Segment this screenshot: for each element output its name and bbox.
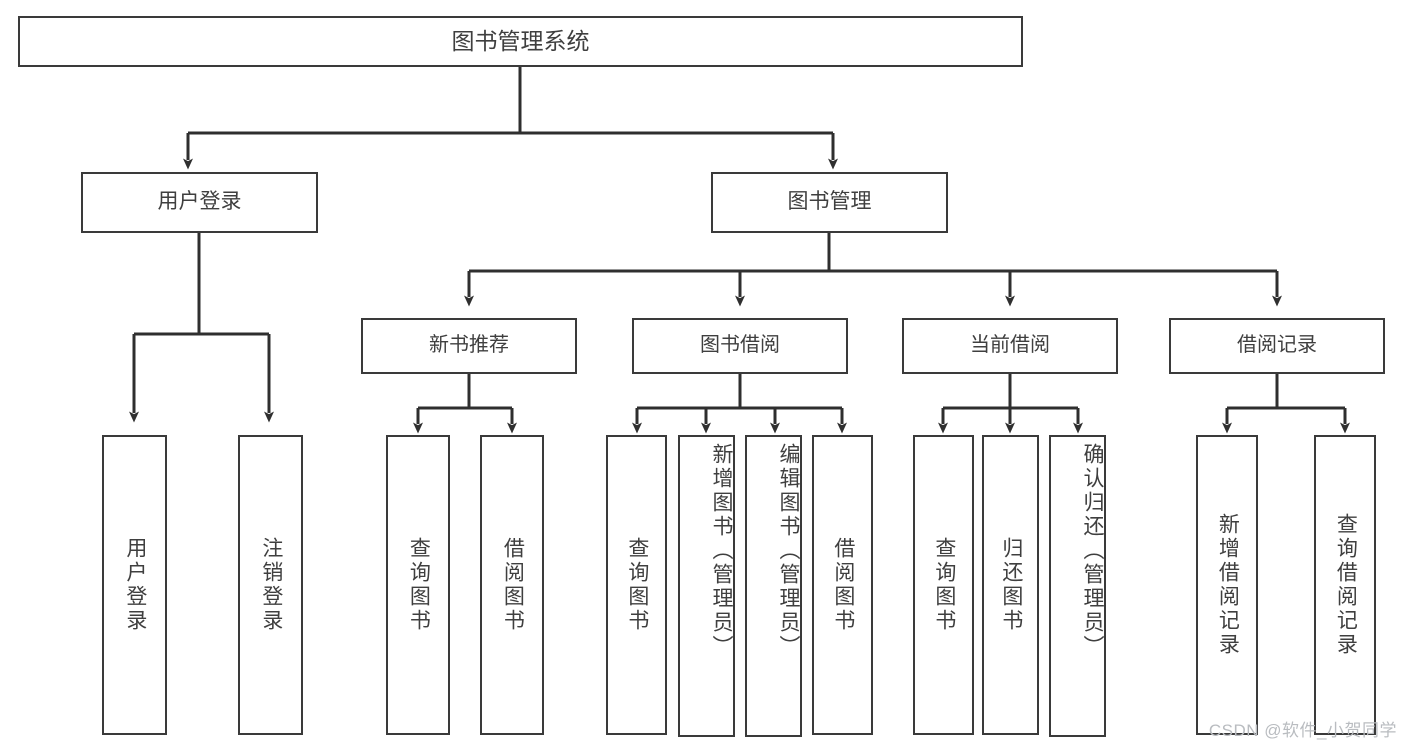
node-user-login[interactable]: 用户登录 xyxy=(81,172,318,233)
node-borrowing-record[interactable]: 借阅记录 xyxy=(1169,318,1385,374)
node-leaf-borrow-book-1[interactable]: 借阅图书 xyxy=(480,435,544,735)
node-label: 查询图书 xyxy=(407,537,431,633)
node-book-borrowing[interactable]: 图书借阅 xyxy=(632,318,848,374)
node-label: 图书管理系统 xyxy=(451,27,590,54)
node-leaf-edit-book-admin[interactable]: 编辑图书（管理员） xyxy=(745,435,802,737)
node-label: 图书借阅 xyxy=(700,334,780,357)
node-new-book-recommendation[interactable]: 新书推荐 xyxy=(361,318,577,374)
node-label: 借阅记录 xyxy=(1237,334,1317,357)
node-label: 注销登录 xyxy=(259,537,283,633)
node-label: 借阅图书 xyxy=(831,537,855,633)
node-label: 用户登录 xyxy=(157,190,242,214)
node-leaf-add-book-admin[interactable]: 新增图书（管理员） xyxy=(678,435,735,737)
node-label: 归还图书 xyxy=(999,537,1023,633)
node-leaf-query-book-3[interactable]: 查询图书 xyxy=(913,435,974,735)
node-label: 查询借阅记录 xyxy=(1334,513,1358,657)
node-leaf-query-borrow-record[interactable]: 查询借阅记录 xyxy=(1314,435,1376,735)
node-leaf-borrow-book-2[interactable]: 借阅图书 xyxy=(812,435,873,735)
node-leaf-return-book[interactable]: 归还图书 xyxy=(982,435,1039,735)
node-label: 图书管理 xyxy=(787,190,872,214)
node-label: 当前借阅 xyxy=(970,334,1050,357)
node-leaf-user-login[interactable]: 用户登录 xyxy=(102,435,167,735)
node-label: 编辑图书（管理员） xyxy=(777,443,800,659)
node-label: 查询图书 xyxy=(932,537,956,633)
node-current-borrowing[interactable]: 当前借阅 xyxy=(902,318,1118,374)
node-leaf-query-book-2[interactable]: 查询图书 xyxy=(606,435,667,735)
node-leaf-query-book-1[interactable]: 查询图书 xyxy=(386,435,450,735)
node-leaf-logout[interactable]: 注销登录 xyxy=(238,435,303,735)
node-label: 新增图书（管理员） xyxy=(710,443,733,659)
csdn-watermark: CSDN @软件_小贺同学 xyxy=(1208,721,1397,740)
node-label: 借阅图书 xyxy=(501,537,525,633)
node-label: 用户登录 xyxy=(123,537,147,633)
node-label: 确认归还（管理员） xyxy=(1081,443,1104,659)
node-leaf-add-borrow-record[interactable]: 新增借阅记录 xyxy=(1196,435,1258,735)
node-label: 新增借阅记录 xyxy=(1216,513,1240,657)
node-label: 新书推荐 xyxy=(429,334,509,357)
node-label: 查询图书 xyxy=(625,537,649,633)
node-leaf-confirm-return-admin[interactable]: 确认归还（管理员） xyxy=(1049,435,1106,737)
node-root-book-management-system[interactable]: 图书管理系统 xyxy=(18,16,1023,67)
node-book-management[interactable]: 图书管理 xyxy=(711,172,948,233)
